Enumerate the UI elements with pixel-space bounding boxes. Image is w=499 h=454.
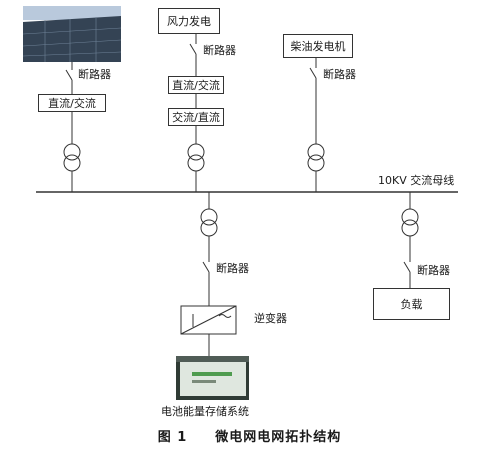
figure-number: 图 1 xyxy=(157,430,188,445)
storage-name-label: 电池能量存储系统 xyxy=(161,405,249,418)
solar-breaker-label: 断路器 xyxy=(78,68,111,81)
solar-panel-image xyxy=(22,6,122,62)
load-breaker-label: 断路器 xyxy=(417,264,450,277)
storage-transformer-lower xyxy=(200,219,218,237)
wind-generator-box: 风力发电 xyxy=(158,8,220,34)
storage-breaker-label: 断路器 xyxy=(216,262,249,275)
load-transformer-lower xyxy=(401,219,419,237)
wind-transformer-lower xyxy=(187,154,205,172)
solar-transformer-lower xyxy=(63,154,81,172)
wind-breaker-label: 断路器 xyxy=(203,44,236,57)
battery-storage-image xyxy=(176,356,249,400)
diesel-transformer-lower xyxy=(307,154,325,172)
diesel-breaker-label: 断路器 xyxy=(323,68,356,81)
diesel-breaker-switch xyxy=(309,67,317,79)
bus-label: 10KV 交流母线 xyxy=(378,174,455,187)
wind-converter2-box: 交流/直流 xyxy=(168,108,224,126)
load-transformer-upper xyxy=(401,208,419,226)
solar-breaker-switch xyxy=(65,69,73,81)
load-breaker-switch xyxy=(403,261,411,273)
diesel-transformer-upper xyxy=(307,143,325,161)
figure-caption: 图 1 微电网电网拓扑结构 xyxy=(0,426,499,445)
diesel-generator-box: 柴油发电机 xyxy=(283,34,353,58)
inverter-diagonal xyxy=(180,305,237,335)
storage-breaker-switch xyxy=(202,261,210,273)
storage-transformer-upper xyxy=(200,208,218,226)
solar-transformer-upper xyxy=(63,143,81,161)
solar-converter-box: 直流/交流 xyxy=(38,94,106,112)
wind-converter1-box: 直流/交流 xyxy=(168,76,224,94)
inverter-label: 逆变器 xyxy=(254,312,287,325)
load-box: 负载 xyxy=(373,288,450,320)
inverter-ac-mark xyxy=(218,314,232,318)
wind-transformer-upper xyxy=(187,143,205,161)
figure-title: 微电网电网拓扑结构 xyxy=(215,430,342,445)
wind-breaker-switch xyxy=(189,43,197,55)
